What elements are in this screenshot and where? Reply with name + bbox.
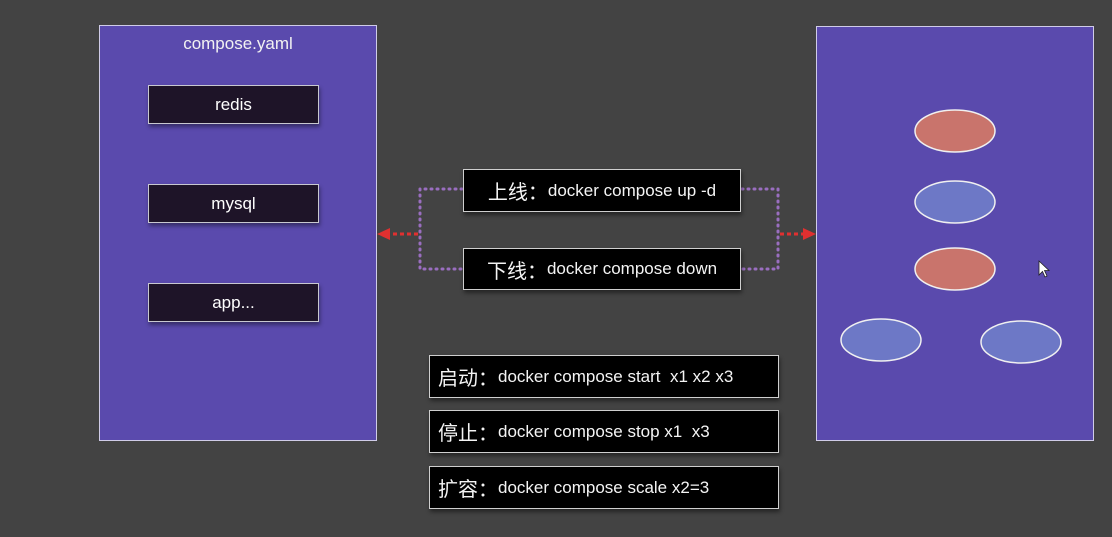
mouse-cursor-icon [1038, 260, 1051, 278]
command-up-prefix: 上线： [487, 182, 548, 204]
command-start-prefix: 启动： [438, 368, 498, 390]
service-app: app... [148, 283, 319, 322]
command-up-text: docker compose up -d [547, 180, 717, 200]
command-up: 上线：docker compose up -d [463, 169, 741, 212]
command-scale-text: docker compose scale x2=3 [498, 477, 710, 497]
arrow-left-head [377, 228, 390, 240]
containers-panel [816, 26, 1094, 441]
command-stop-text: docker compose stop x1 x3 [498, 421, 710, 441]
connector-right [740, 187, 780, 271]
command-start-text: docker compose start x1 x2 x3 [498, 366, 734, 386]
service-mysql: mysql [148, 184, 319, 223]
command-down-prefix: 下线： [486, 260, 547, 283]
command-scale: 扩容：docker compose scale x2=3 [429, 466, 779, 509]
command-scale-prefix: 扩容： [438, 479, 498, 501]
command-down-text: docker compose down [546, 259, 718, 278]
command-stop-prefix: 停止： [438, 423, 498, 445]
connector-left [418, 187, 464, 271]
panel-title: compose.yaml [183, 34, 293, 53]
command-down: 下线：docker compose down [463, 248, 741, 290]
service-redis: redis [148, 85, 319, 124]
compose-file-panel: compose.yaml redis mysql app... [99, 25, 377, 441]
command-start: 启动：docker compose start x1 x2 x3 [429, 355, 779, 398]
arrow-right-head [803, 228, 816, 240]
command-stop: 停止：docker compose stop x1 x3 [429, 410, 779, 453]
